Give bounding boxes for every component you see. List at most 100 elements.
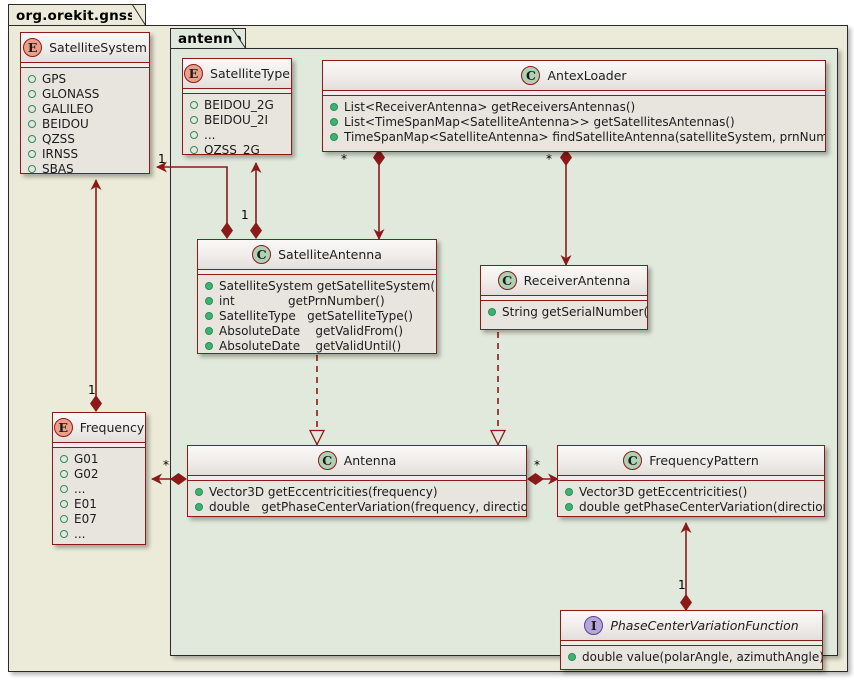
enum-constant-row: S05 — [53, 541, 145, 545]
method-row: double getPhaseCenterVariation(direction… — [558, 499, 824, 514]
member-label: QZSS_2G — [204, 142, 260, 155]
class-node-satellite-antenna[interactable]: C SatelliteAntenna SatelliteSystem getSa… — [197, 239, 437, 354]
member-label: BEIDOU — [42, 116, 89, 131]
member-label: IRNSS — [42, 146, 79, 161]
method-row: List<TimeSpanMap<SatelliteAntenna>> getS… — [323, 114, 825, 129]
class-node-receiver-antenna[interactable]: C ReceiverAntenna String getSerialNumber… — [480, 265, 648, 330]
enum-constant-row: G01 — [53, 451, 145, 466]
member-label: GPS — [42, 71, 67, 86]
class-stereotype-icon: C — [623, 451, 643, 470]
enum-stereotype-icon: E — [184, 64, 204, 83]
public-field-icon — [190, 130, 198, 139]
public-method-icon — [488, 307, 496, 316]
class-node-satellite-system[interactable]: E SatelliteSystem GPS GLONASS GALILEO BE… — [20, 32, 150, 174]
package-tab-antenna: antenna — [170, 28, 246, 49]
class-separator — [198, 270, 436, 275]
class-header: C FrequencyPattern — [558, 446, 824, 476]
public-field-icon — [28, 89, 36, 98]
class-members: Vector3D getEccentricities(frequency) do… — [188, 481, 526, 516]
public-field-icon — [28, 74, 36, 83]
public-field-icon — [60, 499, 68, 508]
member-label: SatelliteSystem getSatelliteSystem() — [219, 278, 437, 293]
public-field-icon — [60, 469, 68, 478]
class-separator — [323, 91, 825, 96]
member-label: ... — [74, 481, 86, 496]
public-method-icon — [195, 502, 203, 511]
class-node-antex-loader[interactable]: C AntexLoader List<ReceiverAntenna> getR… — [322, 60, 826, 152]
member-label: int getPrnNumber() — [219, 293, 385, 308]
public-method-icon — [205, 311, 213, 320]
class-header: C SatelliteAntenna — [198, 240, 436, 270]
public-field-icon — [28, 164, 36, 173]
public-method-icon — [205, 341, 213, 350]
class-node-frequency-pattern[interactable]: C FrequencyPattern Vector3D getEccentric… — [557, 445, 825, 517]
interface-stereotype-icon: I — [584, 616, 604, 635]
class-members: List<ReceiverAntenna> getReceiversAntenn… — [323, 96, 825, 147]
method-row: AbsoluteDate getValidFrom() — [198, 323, 436, 338]
enum-constant-row: GPS — [21, 71, 149, 86]
member-label: List<TimeSpanMap<SatelliteAntenna>> getS… — [344, 114, 735, 129]
enum-constant-row: QZSS_2G — [183, 142, 291, 155]
public-method-icon — [205, 326, 213, 335]
member-label: SatelliteType getSatelliteType() — [219, 308, 413, 323]
multiplicity-label: * — [534, 458, 540, 472]
class-members: SatelliteSystem getSatelliteSystem() int… — [198, 275, 437, 353]
member-label: Vector3D getEccentricities(frequency) — [209, 484, 438, 499]
public-method-icon — [565, 487, 573, 496]
class-members: BEIDOU_2G BEIDOU_2I ... QZSS_2G — [183, 94, 291, 155]
method-row: Vector3D getEccentricities(frequency) — [188, 484, 526, 499]
enum-constant-row: BEIDOU_2G — [183, 97, 291, 112]
multiplicity-label: * — [546, 152, 552, 166]
class-separator — [53, 443, 145, 448]
member-label: double value(polarAngle, azimuthAngle) — [582, 649, 823, 664]
public-method-icon — [330, 132, 338, 141]
public-method-icon — [330, 117, 338, 126]
member-label: String getSerialNumber() — [502, 304, 648, 319]
member-label: double getPhaseCenterVariation(direction… — [579, 499, 825, 514]
enum-constant-row: ... — [183, 127, 291, 142]
enum-constant-row: G02 — [53, 466, 145, 481]
class-node-frequency[interactable]: E Frequency G01 G02 ... E01 E07 ... S05 — [52, 412, 146, 545]
member-label: GALILEO — [42, 101, 94, 116]
class-title: PhaseCenterVariationFunction — [610, 618, 799, 633]
class-header: C Antenna — [188, 446, 526, 476]
enum-constant-row: QZSS — [21, 131, 149, 146]
public-method-icon — [205, 296, 213, 305]
enum-stereotype-icon: E — [53, 418, 73, 437]
enum-constant-row: GLONASS — [21, 86, 149, 101]
package-tab-fold-icon — [132, 4, 146, 26]
class-title: FrequencyPattern — [649, 453, 759, 468]
class-title: AntexLoader — [547, 68, 627, 83]
method-row: Vector3D getEccentricities() — [558, 484, 824, 499]
member-label: BEIDOU_2I — [204, 112, 268, 127]
method-row: int getPrnNumber() — [198, 293, 436, 308]
class-title: Frequency — [79, 420, 145, 435]
public-field-icon — [60, 514, 68, 523]
public-field-icon — [28, 119, 36, 128]
class-node-antenna[interactable]: C Antenna Vector3D getEccentricities(fre… — [187, 445, 527, 517]
class-separator — [561, 641, 822, 646]
enum-constant-row: BEIDOU — [21, 116, 149, 131]
member-label: TimeSpanMap<SatelliteAntenna> findSatell… — [344, 129, 826, 144]
member-label: ... — [74, 526, 86, 541]
member-label: GLONASS — [42, 86, 100, 101]
public-field-icon — [28, 149, 36, 158]
public-field-icon — [190, 115, 198, 124]
class-header: C ReceiverAntenna — [481, 266, 647, 296]
public-field-icon — [28, 134, 36, 143]
class-stereotype-icon: C — [521, 66, 541, 85]
public-method-icon — [330, 102, 338, 111]
package-name-label: org.orekit.gnss — [16, 7, 136, 24]
class-members: double value(polarAngle, azimuthAngle) — [561, 646, 822, 667]
class-node-phase-center-variation-function[interactable]: I PhaseCenterVariationFunction double va… — [560, 610, 823, 670]
public-method-icon — [565, 502, 573, 511]
member-label: AbsoluteDate getValidFrom() — [219, 323, 404, 338]
public-method-icon — [205, 281, 213, 290]
method-row: List<ReceiverAntenna> getReceiversAntenn… — [323, 99, 825, 114]
public-method-icon — [568, 652, 576, 661]
multiplicity-label: 1 — [678, 578, 686, 592]
public-field-icon — [60, 545, 68, 546]
member-label: S05 — [74, 542, 97, 545]
class-node-satellite-type[interactable]: E SatelliteType BEIDOU_2G BEIDOU_2I ... … — [182, 58, 292, 155]
